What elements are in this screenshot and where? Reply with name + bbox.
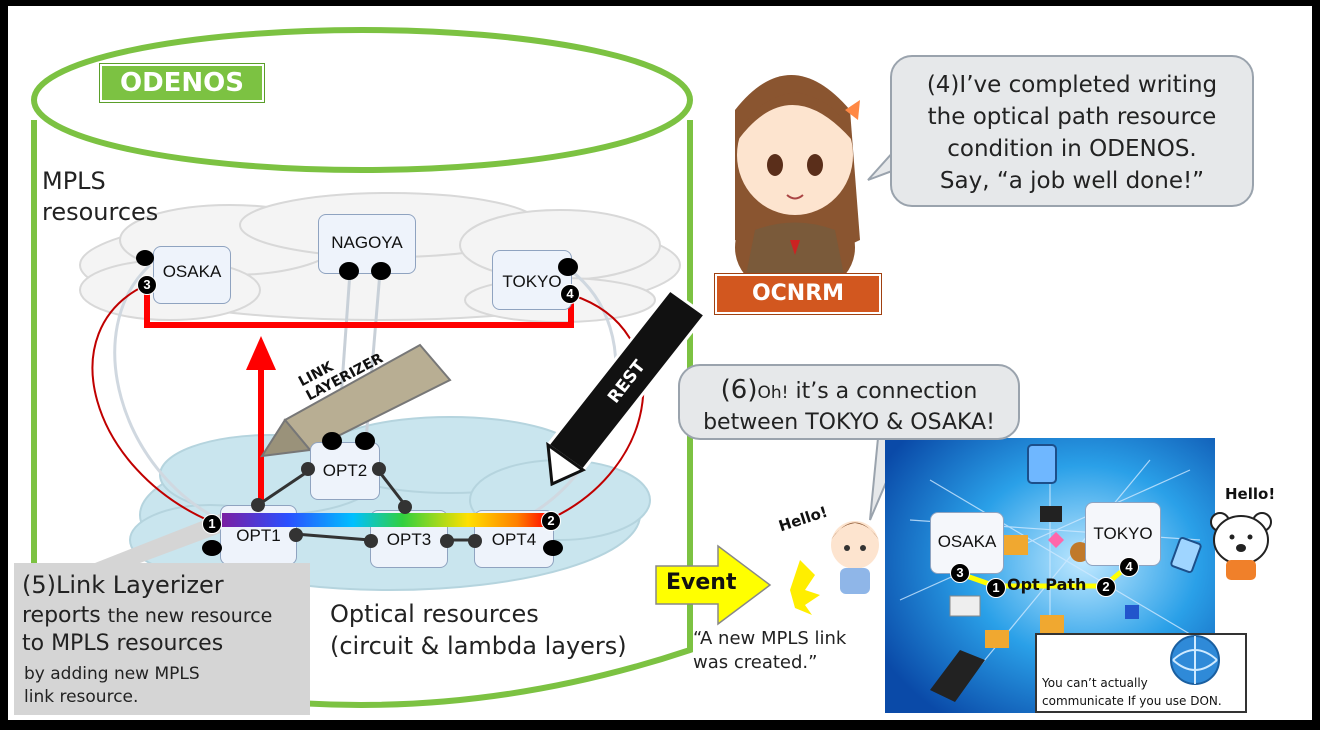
event-quote-line2: was created.” <box>693 652 818 673</box>
bubble6-prefix: (6) <box>720 375 758 405</box>
port-nagoya-2 <box>371 262 391 280</box>
note5-line2: reports the new resource <box>22 603 272 628</box>
mpls-node-nagoya: NAGOYA <box>318 214 416 274</box>
mpls-node-osaka: OSAKA <box>153 246 231 304</box>
folder-icon-2 <box>985 630 1009 648</box>
don-opt-path <box>957 564 1130 589</box>
port-badge-osaka: 3 <box>137 275 157 295</box>
layerize-arrow-head <box>246 336 276 370</box>
user-speech-bubble: (6)Oh! it’s a connection between TOKYO &… <box>678 364 1020 440</box>
bubble6-oh: Oh! <box>757 383 789 403</box>
bubble4-line3: condition in ODENOS. <box>947 136 1197 162</box>
ocnrm-tag: OCNRM <box>715 274 881 314</box>
event-quote-line1: “A new MPLS link <box>693 628 847 649</box>
note5-line1: (5)Link Layerizer <box>22 571 224 599</box>
note5-line2-a: reports <box>22 603 108 628</box>
don-badge-1: 1 <box>986 578 1006 598</box>
don-note: You can’t actually communicate If you us… <box>1042 674 1222 710</box>
odenos-title: ODENOS <box>100 64 264 102</box>
port-opt4-lower <box>543 540 563 556</box>
don-badge-3: 3 <box>950 563 970 583</box>
port-osaka-upper <box>136 250 154 266</box>
ocnrm-speech-bubble: (4)I’ve completed writing the optical pa… <box>890 55 1254 207</box>
note5-line5: link resource. <box>24 687 139 707</box>
heart-icon <box>1048 532 1064 548</box>
port-opt2-right <box>372 462 386 476</box>
rest-pen <box>545 287 708 487</box>
optical-label-line1: Optical resources <box>330 600 539 628</box>
don-node-tokyo: TOKYO <box>1085 502 1161 566</box>
don-note-line1: You can’t actually <box>1042 676 1148 690</box>
link-opt1-opt3 <box>294 532 371 542</box>
mpls-label: MPLS resources <box>42 166 158 228</box>
optical-node-opt2: OPT2 <box>310 442 380 500</box>
optical-label: Optical resources (circuit & lambda laye… <box>330 598 627 662</box>
bubble4-line1: (4)I’ve completed writing <box>926 72 1218 98</box>
port-opt3-top <box>398 500 412 514</box>
port-badge-opt4: 2 <box>541 511 561 531</box>
don-note-line2: communicate If you use DON. <box>1042 694 1222 708</box>
boy-character <box>790 521 879 615</box>
phone-icon <box>1170 536 1202 574</box>
event-quote: “A new MPLS link was created.” <box>693 627 846 675</box>
note5-line2-b: the new resource <box>107 605 273 627</box>
bubble6-line2: between TOKYO & OSAKA! <box>703 410 995 435</box>
note5-line4: by adding new MPLS <box>24 664 200 684</box>
port-nagoya-1 <box>339 262 359 280</box>
ocnrm-character <box>735 75 860 280</box>
clapper-icon <box>1040 506 1062 522</box>
red-arc-right <box>547 294 645 521</box>
tablet-icon <box>1027 444 1057 484</box>
odenos-cylinder-top <box>31 27 693 173</box>
port-opt1-right <box>289 528 303 542</box>
hello-right-label: Hello! <box>1225 485 1276 503</box>
mpls-node-tokyo: TOKYO <box>492 250 572 310</box>
link-layerizer-pen <box>260 343 452 458</box>
laptop-icon <box>930 650 985 702</box>
port-badge-tokyo: 4 <box>560 284 580 304</box>
event-label: Event <box>666 570 737 595</box>
don-opt-path-label: Opt Path <box>1007 575 1087 594</box>
port-opt3-right <box>440 534 454 548</box>
port-opt1-top <box>251 498 265 512</box>
mpls-label-line2: resources <box>42 198 159 226</box>
don-badge-2: 2 <box>1096 577 1116 597</box>
port-opt2-left <box>301 462 315 476</box>
bubble4-line2: the optical path resource <box>927 104 1217 130</box>
red-arc-left <box>91 284 213 523</box>
port-opt1-lower <box>202 540 222 556</box>
bubble6-rest: it’s a connection <box>788 379 978 404</box>
don-badge-4: 4 <box>1119 557 1139 577</box>
port-opt3-left <box>364 534 378 548</box>
port-tokyo-upper <box>558 258 578 276</box>
mpls-new-link <box>144 285 574 328</box>
note5-box: (5)Link Layerizer reports the new resour… <box>14 563 310 715</box>
port-badge-opt1: 1 <box>202 514 222 534</box>
folder-icon-1 <box>1000 535 1028 555</box>
lambda-path <box>222 513 550 527</box>
event-arrow <box>655 544 772 626</box>
port-opt4-left <box>468 534 482 548</box>
bear-character <box>1210 512 1272 580</box>
bubble6-line1: (6)Oh! it’s a connection <box>680 375 1018 408</box>
optical-label-line2: (circuit & lambda layers) <box>330 632 627 660</box>
note5-line3: to MPLS resources <box>22 631 224 656</box>
don-node-osaka: OSAKA <box>930 512 1004 574</box>
film-icon <box>1125 605 1139 619</box>
mpls-label-line1: MPLS <box>42 167 106 195</box>
folder-icon-3 <box>1040 615 1064 633</box>
bubble4-line4: Say, “a job well done!” <box>939 168 1205 194</box>
link-opt1-opt2 <box>257 468 311 507</box>
port-opt2-2 <box>355 432 375 450</box>
port-opt2-1 <box>322 432 342 450</box>
envelope-icon <box>949 595 981 617</box>
link-opt2-opt3 <box>376 469 407 506</box>
